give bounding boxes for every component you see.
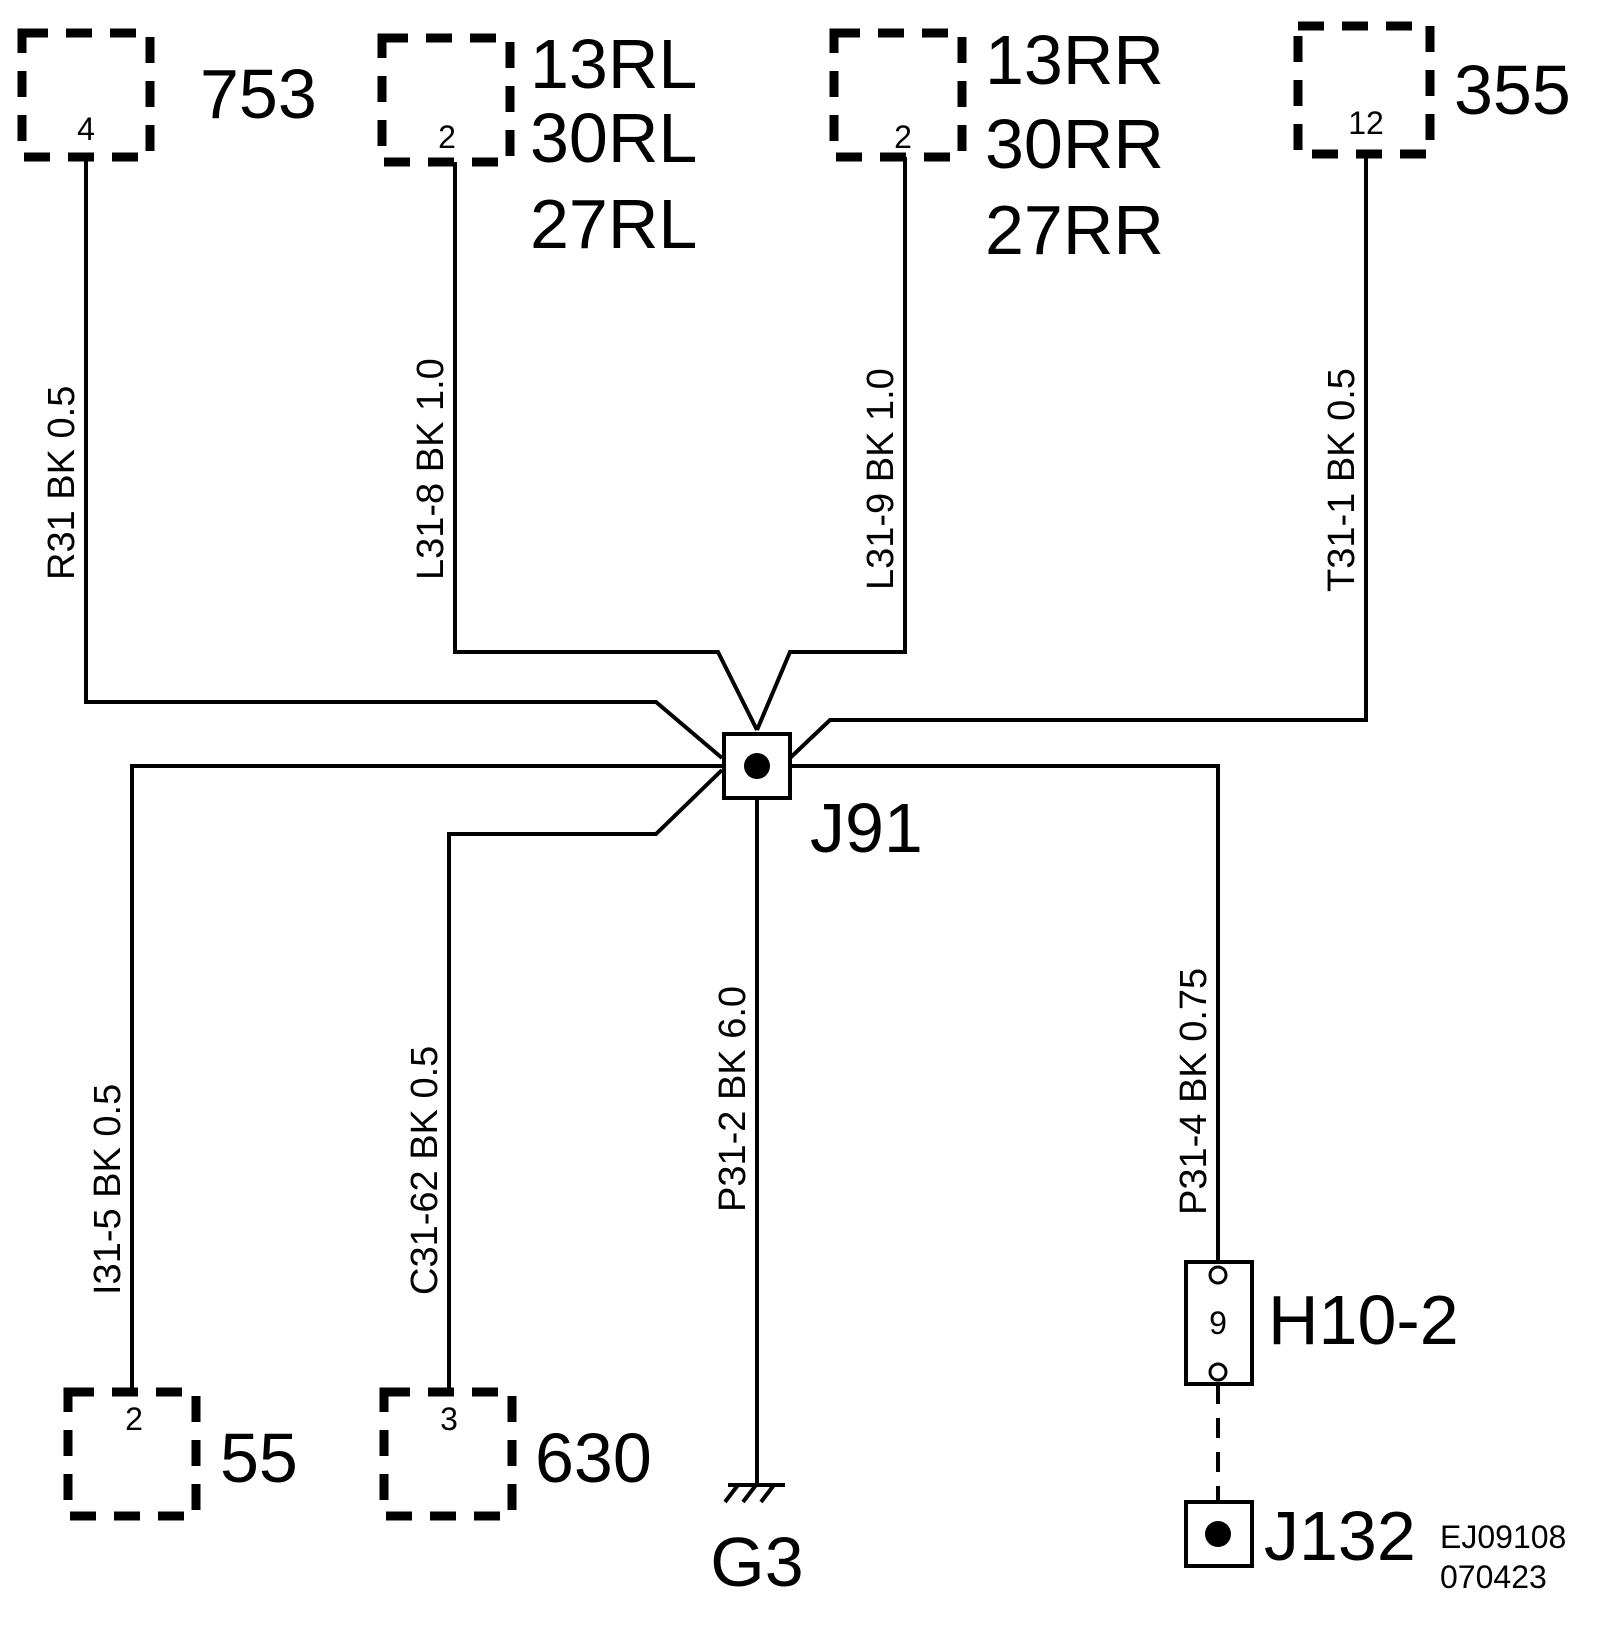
connector-13rl-label-3: 27RL — [530, 185, 697, 263]
wire-t31-1: T31-1 BK 0.5 — [788, 154, 1368, 760]
connector-355-label: 355 — [1454, 51, 1571, 129]
wire-l31-8-label: L31-8 BK 1.0 — [410, 358, 452, 580]
connector-630: 3 630 — [379, 1387, 652, 1521]
connector-13rl-pin: 2 — [438, 119, 456, 155]
inline-connector-h10-2: 9 H10-2 — [1184, 1260, 1459, 1386]
wire-l31-8: L31-8 BK 1.0 — [410, 162, 759, 731]
wire-l31-9: L31-9 BK 1.0 — [755, 157, 907, 731]
connector-13rr-label-3: 27RR — [985, 191, 1164, 269]
figure-date: 070423 — [1440, 1559, 1547, 1595]
ground-g3: G3 — [710, 1483, 804, 1601]
wire-l31-9-label: L31-9 BK 1.0 — [860, 368, 902, 590]
wire-p31-4: P31-4 BK 0.75 — [790, 764, 1220, 1272]
connector-13rr-label-1: 13RR — [985, 21, 1164, 99]
connector-55-pin: 2 — [125, 1401, 143, 1437]
connector-13rr-label-2: 30RR — [985, 105, 1164, 183]
wire-r31-label: R31 BK 0.5 — [41, 386, 83, 580]
splice-j91-dot — [744, 753, 770, 779]
wire-p31-2: P31-2 BK 6.0 — [712, 766, 759, 1485]
connector-753-label: 753 — [200, 55, 317, 133]
connector-355-pin: 12 — [1348, 105, 1384, 141]
splice-j132-label: J132 — [1264, 1497, 1416, 1575]
connector-630-pin: 3 — [440, 1401, 458, 1437]
wire-r31: R31 BK 0.5 — [41, 157, 724, 760]
connector-355: 12 355 — [1293, 21, 1571, 159]
splice-j91: J91 — [722, 732, 923, 867]
wire-c31-62-label: C31-62 BK 0.5 — [404, 1046, 446, 1295]
connector-55-label: 55 — [220, 1419, 298, 1497]
connector-13rl-label-2: 30RL — [530, 99, 697, 177]
connector-630-label: 630 — [535, 1419, 652, 1497]
splice-j91-label: J91 — [810, 789, 923, 867]
wire-p31-2-label: P31-2 BK 6.0 — [712, 986, 754, 1212]
wire-p31-4-label: P31-4 BK 0.75 — [1173, 968, 1215, 1215]
inline-connector-h10-2-pin: 9 — [1209, 1305, 1227, 1341]
ground-g3-label: G3 — [710, 1523, 803, 1601]
connector-753: 4 753 — [17, 28, 317, 162]
connector-13rl: 2 13RL 30RL 27RL — [377, 25, 697, 263]
inline-connector-h10-2-label: H10-2 — [1268, 1281, 1459, 1359]
connector-13rl-label-1: 13RL — [530, 25, 697, 103]
h10-2-terminal-bottom — [1208, 1362, 1228, 1382]
connector-13rr: 2 13RR 30RR 27RR — [829, 21, 1164, 269]
connector-55: 2 55 — [63, 1387, 298, 1521]
wire-t31-1-label: T31-1 BK 0.5 — [1321, 368, 1363, 592]
wire-i31-5: I31-5 BK 0.5 — [87, 764, 722, 1392]
connector-753-pin: 4 — [77, 111, 95, 147]
figure-code: EJ09108 — [1440, 1519, 1566, 1555]
wire-c31-62: C31-62 BK 0.5 — [404, 768, 724, 1392]
wire-i31-5-label: I31-5 BK 0.5 — [87, 1084, 129, 1295]
connector-13rr-pin: 2 — [894, 119, 912, 155]
splice-j132: J132 — [1184, 1384, 1416, 1575]
splice-j132-dot — [1205, 1521, 1231, 1547]
h10-2-terminal-top — [1208, 1265, 1228, 1285]
